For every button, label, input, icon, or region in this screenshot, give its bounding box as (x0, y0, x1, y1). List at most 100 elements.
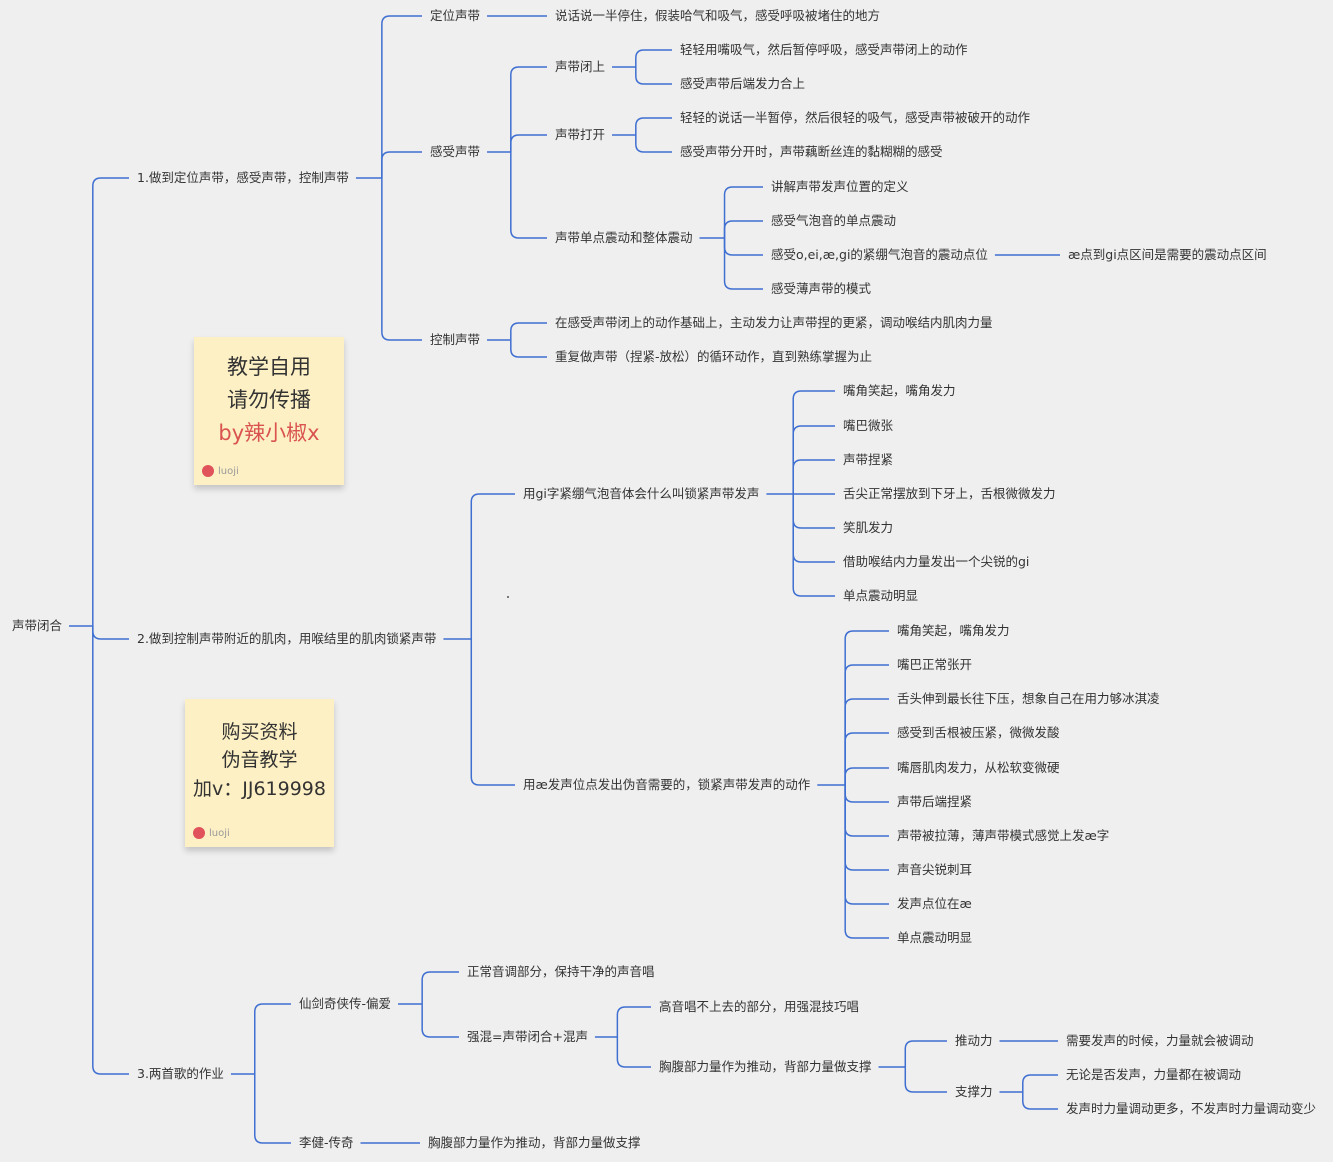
sticky-1-line-3: by辣小椒x (218, 421, 320, 445)
topic-level-4: 感受声带分开时，声带藕断丝连的黏糊糊的感受 (680, 144, 943, 159)
sticky-2-line-3: 加v：JJ619998 (193, 778, 326, 800)
connector-line (635, 117, 672, 135)
connector-line (635, 49, 672, 67)
sticky-1-line-1: 教学自用 (227, 355, 311, 379)
connector-line (1022, 1074, 1058, 1092)
topic-level-3: 嘴巴正常张开 (897, 657, 973, 672)
connector-line (844, 785, 889, 837)
connector-line (844, 785, 889, 939)
connector-line (844, 698, 889, 785)
topic-level-4: 轻轻的说话一半暂停，然后很轻的吸气，感受声带被破开的动作 (680, 110, 1031, 125)
connector-line (92, 177, 129, 626)
topic-level-4: 胸腹部力量作为推动，背部力量做支撑 (659, 1059, 872, 1074)
connector-line (254, 1074, 291, 1144)
sticky-1-footer: luoji (202, 465, 239, 477)
topic-level-2: 感受声带 (430, 144, 481, 159)
connector-line (510, 66, 547, 152)
topic-level-3: 声带被拉薄，薄声带模式感觉上发æ字 (897, 828, 1110, 843)
connector-line (635, 135, 672, 153)
topic-level-3: 借助喉结内力量发出一个尖锐的gi (843, 554, 1030, 569)
connector-line (723, 238, 763, 290)
topic-level-2: 仙剑奇侠传-偏爱 (299, 996, 392, 1011)
sticky-1-line-2: 请勿传播 (227, 388, 311, 412)
topic-level-1: 3.两首歌的作业 (137, 1066, 224, 1081)
connector-line (904, 1067, 947, 1093)
connector-line (723, 186, 763, 238)
topic-level-3: 嘴角笑起，嘴角发力 (897, 623, 1010, 638)
connector-line (904, 1040, 947, 1067)
sticky-2-footer-text: luoji (209, 827, 230, 839)
topic-level-3: 感受到舌根被压紧，微微发酸 (897, 725, 1060, 740)
root-topic: 声带闭合 (12, 618, 63, 633)
topic-level-3: 声带单点震动和整体震动 (555, 230, 693, 245)
topic-level-4: 讲解声带发声位置的定义 (771, 179, 909, 194)
topic-level-3: 舌尖正常摆放到下牙上，舌根微微发力 (843, 486, 1056, 501)
connector-line (381, 178, 422, 341)
connector-line (510, 134, 547, 152)
connector-line (844, 785, 889, 871)
connector-line (792, 425, 835, 494)
connector-line (844, 732, 889, 785)
connector-line (510, 152, 547, 239)
topic-level-6: 发声时力量调动更多，不发声时力量调动变少 (1066, 1101, 1317, 1116)
connector-line (616, 1006, 651, 1037)
connector-line (470, 493, 515, 639)
connector-line (792, 390, 835, 494)
luoji-logo-icon (202, 465, 214, 477)
connector-line (723, 238, 763, 256)
topic-level-3: 声带捏紧 (843, 452, 894, 467)
sticky-note-1: 教学自用 请勿传播 by辣小椒x luoji (194, 337, 344, 485)
topic-level-4: 感受声带后端发力合上 (680, 76, 806, 91)
topic-level-4: 感受气泡音的单点震动 (771, 213, 897, 228)
connector-line (792, 494, 835, 529)
luoji-logo-icon (193, 827, 205, 839)
sticky-note-2: 购买资料 伪音教学 加v：JJ619998 luoji (185, 699, 334, 847)
topic-level-3: 强混=声带闭合+混声 (467, 1029, 588, 1044)
topic-level-3: 笑肌发力 (843, 520, 894, 535)
topic-level-5: 支撑力 (955, 1084, 993, 1099)
topic-level-3: 嘴角笑起，嘴角发力 (843, 383, 956, 398)
topic-level-4: 轻轻用嘴吸气，然后暂停呼吸，感受声带闭上的动作 (680, 42, 968, 57)
connector-line (844, 785, 889, 803)
topic-level-4: 感受薄声带的模式 (771, 281, 872, 296)
connector-line (470, 639, 515, 786)
sticky-2-line-2: 伪音教学 (221, 749, 298, 771)
topic-level-2: 李健-传奇 (299, 1135, 354, 1150)
topic-level-3: 嘴唇肌肉发力，从松软变微硬 (897, 760, 1060, 775)
topic-level-1: 2.做到控制声带附近的肌肉，用喉结里的肌肉锁紧声带 (137, 631, 437, 646)
connector-line (254, 1003, 291, 1074)
connector-line (421, 1004, 459, 1038)
sticky-2-line-1: 购买资料 (221, 721, 298, 743)
connector-line (844, 767, 889, 785)
connector-line (616, 1037, 651, 1068)
topic-level-2: 控制声带 (430, 332, 481, 347)
connector-line (723, 220, 763, 238)
topic-level-3: 单点震动明显 (843, 588, 919, 603)
connector-line (510, 322, 547, 340)
connector-line (421, 971, 459, 1004)
topic-level-6: 无论是否发声，力量都在被调动 (1066, 1067, 1242, 1082)
sticky-2-footer: luoji (193, 827, 230, 839)
topic-level-5: æ点到gi点区间是需要的震动点区间 (1068, 247, 1267, 262)
topic-level-3: 重复做声带（捏紧-放松）的循环动作，直到熟练掌握为止 (555, 349, 873, 364)
connector-line (844, 664, 889, 785)
topic-level-4: 高音唱不上去的部分，用强混技巧唱 (659, 999, 860, 1014)
topic-level-3: 胸腹部力量作为推动，背部力量做支撑 (428, 1135, 641, 1150)
stray-dot (507, 596, 509, 598)
topic-level-2: 用gi字紧绷气泡音体会什么叫锁紧声带发声 (523, 486, 760, 501)
connector-line (844, 785, 889, 905)
topic-level-6: 需要发声的时候，力量就会被调动 (1066, 1033, 1254, 1048)
topic-level-4: 感受o,ei,æ,gi的紧绷气泡音的震动点位 (771, 247, 988, 262)
connector-line (1022, 1092, 1058, 1110)
topic-level-3: 嘴巴微张 (843, 418, 894, 433)
topic-level-3: 发声点位在æ (897, 896, 972, 911)
topic-level-1: 1.做到定位声带，感受声带，控制声带 (137, 170, 349, 185)
topic-level-3: 声带打开 (555, 127, 606, 142)
connector-line (381, 151, 422, 178)
topic-level-2: 定位声带 (430, 8, 481, 23)
connector-line (844, 630, 889, 785)
sticky-1-footer-text: luoji (218, 465, 239, 477)
connector-line (510, 340, 547, 358)
topic-level-3: 声音尖锐刺耳 (897, 862, 973, 877)
